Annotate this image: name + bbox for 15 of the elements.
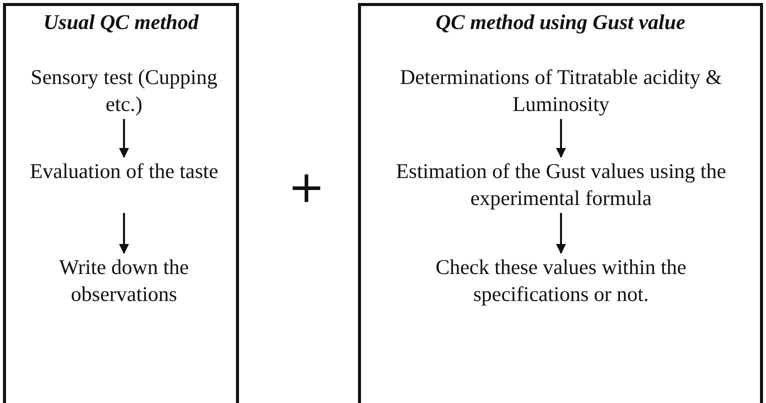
step-text: Determinations of Titratable acidity & Luminosity bbox=[379, 64, 743, 118]
panel-heading: Usual QC method bbox=[42, 10, 200, 35]
step-text: Check these values within the specifications or not. bbox=[379, 254, 743, 308]
step-text: Estimation of the Gust values using the experimental formula bbox=[369, 158, 753, 212]
method-panel bbox=[3, 3, 239, 403]
step-text: Evaluation of the taste bbox=[26, 158, 222, 212]
panel-heading: QC method using Gust value bbox=[434, 10, 686, 35]
plus-sign: + bbox=[288, 166, 325, 210]
method-panel bbox=[358, 3, 763, 403]
step-text: Sensory test (Cupping etc.) bbox=[26, 64, 222, 118]
arrow bbox=[119, 213, 129, 254]
arrow bbox=[119, 119, 129, 158]
step-text: Write down the observations bbox=[16, 254, 232, 308]
arrow bbox=[556, 119, 566, 158]
arrow bbox=[556, 213, 566, 254]
